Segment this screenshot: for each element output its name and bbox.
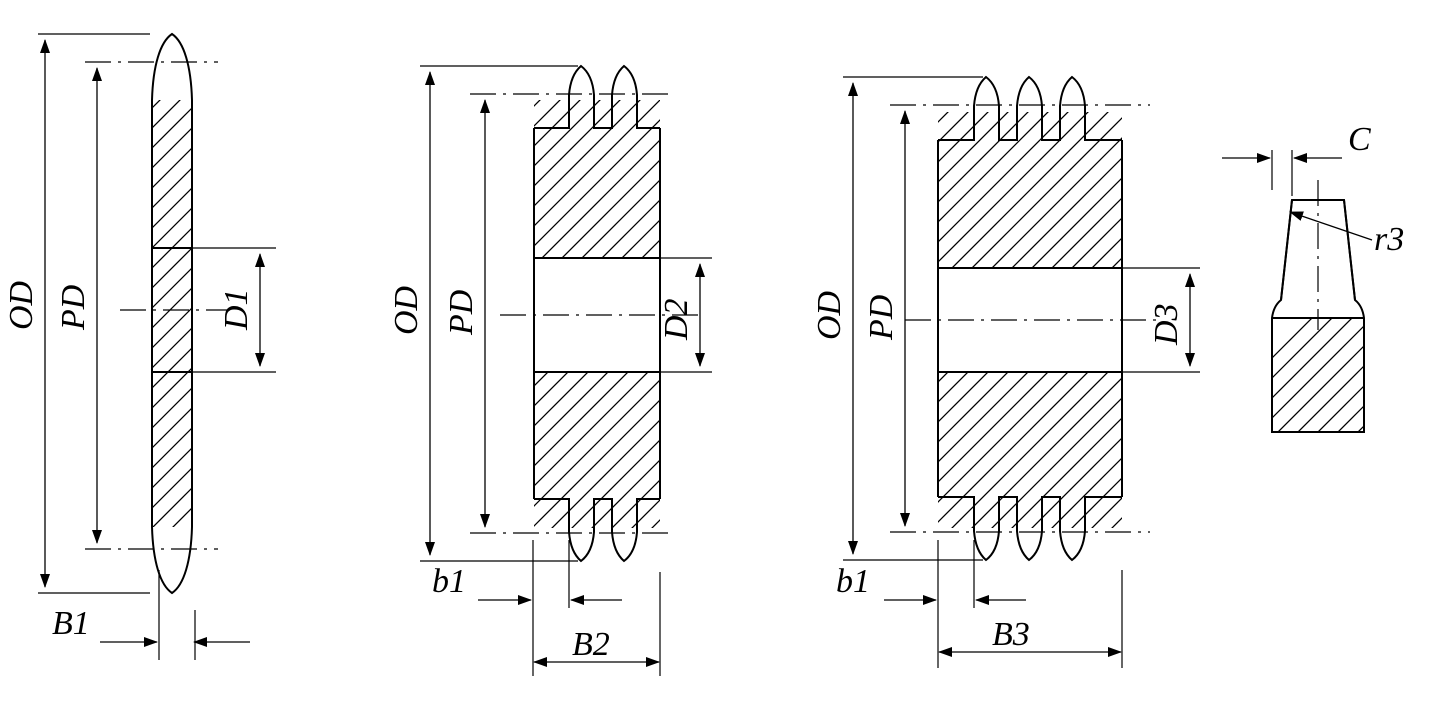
triplex-hatching-lower	[938, 372, 1122, 528]
label-od-3: OD	[811, 290, 848, 340]
label-b2-width: B2	[572, 626, 610, 663]
triplex-hatching-upper	[938, 112, 1122, 268]
duplex-hatching-lower	[534, 372, 660, 528]
duplex-hatching-upper	[534, 100, 660, 258]
label-pd-3: PD	[863, 294, 900, 341]
tooth-detail-hatching	[1272, 318, 1364, 432]
simplex-top-tooth	[151, 32, 193, 101]
label-od-2: OD	[388, 285, 425, 335]
duplex-top-teeth	[534, 64, 660, 129]
tooth-detail-chamfer-right	[1343, 199, 1356, 301]
view-tooth-detail: C r3	[1222, 121, 1404, 433]
label-r3: r3	[1374, 221, 1404, 258]
simplex-hatching	[152, 100, 192, 527]
label-pd-2: PD	[443, 289, 480, 336]
label-d2: D2	[658, 298, 695, 341]
label-b1-small-3: b1	[836, 563, 870, 600]
view-simplex: OD PD D1 B1	[3, 32, 276, 660]
view-triplex: OD PD D3 b1 B3	[811, 75, 1200, 668]
label-b1-width: B1	[52, 605, 90, 642]
view-duplex: OD PD D2 b1 B2	[388, 64, 712, 676]
triplex-bottom-teeth	[938, 496, 1122, 562]
label-d3: D3	[1148, 303, 1185, 346]
triplex-top-teeth	[938, 75, 1122, 141]
label-od-1: OD	[3, 280, 40, 330]
simplex-bottom-tooth	[151, 526, 193, 595]
label-b3-width: B3	[992, 616, 1030, 653]
label-pd-1: PD	[55, 284, 92, 331]
label-c: C	[1348, 121, 1371, 158]
label-b1-small-2: b1	[432, 563, 466, 600]
duplex-bottom-teeth	[534, 498, 660, 563]
tooth-detail-chamfer-left	[1280, 199, 1293, 301]
tooth-detail-r3-leader	[1289, 211, 1373, 241]
label-d1: D1	[218, 288, 255, 331]
